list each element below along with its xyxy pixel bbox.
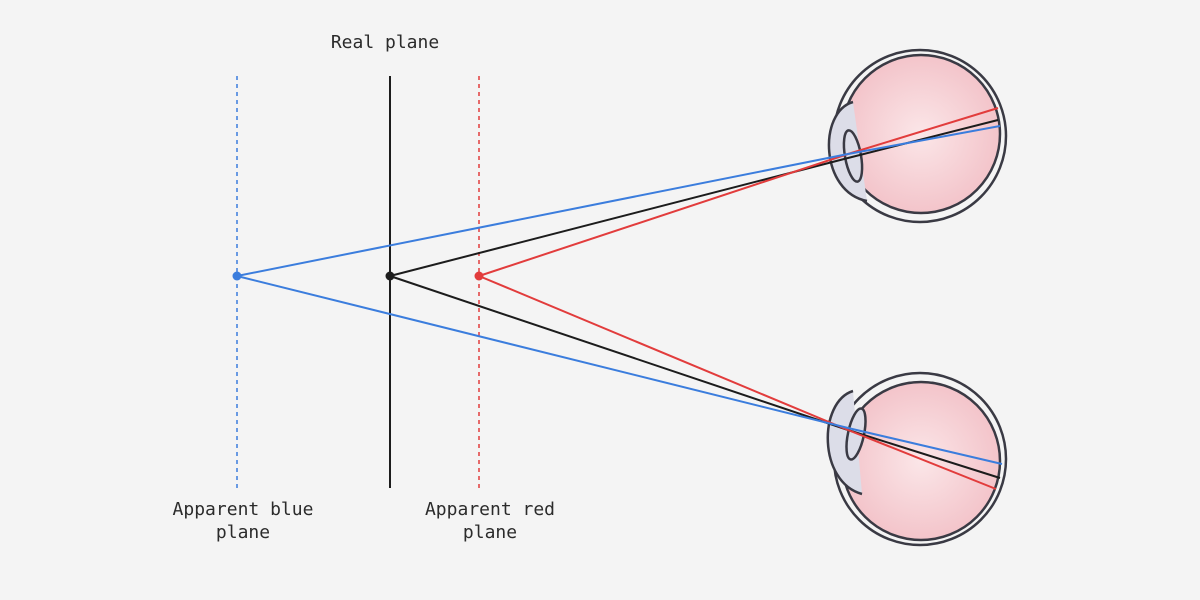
real-plane-label: Real plane (285, 31, 485, 54)
apparent-red-label-line-2: plane (462, 522, 518, 543)
apparent-blue-point (232, 271, 242, 281)
real-point (385, 271, 395, 281)
apparent-blue-label-line-2: plane (215, 522, 271, 543)
apparent-blue-label-line-1: Apparent blue (172, 499, 314, 520)
black-ray-top (389, 119, 999, 277)
eye-top-icon (827, 48, 1008, 224)
apparent-red-label-line-1: Apparent red (424, 499, 556, 520)
apparent-blue-plane-label: Apparent blue plane (143, 498, 343, 544)
blue-ray-bottom (236, 275, 1003, 465)
apparent-red-point (474, 271, 484, 281)
blue-ray-top (236, 125, 1001, 277)
apparent-red-plane-label: Apparent red plane (390, 498, 590, 544)
red-ray-bottom (478, 275, 997, 490)
real-plane-label-text: Real plane (330, 32, 440, 53)
